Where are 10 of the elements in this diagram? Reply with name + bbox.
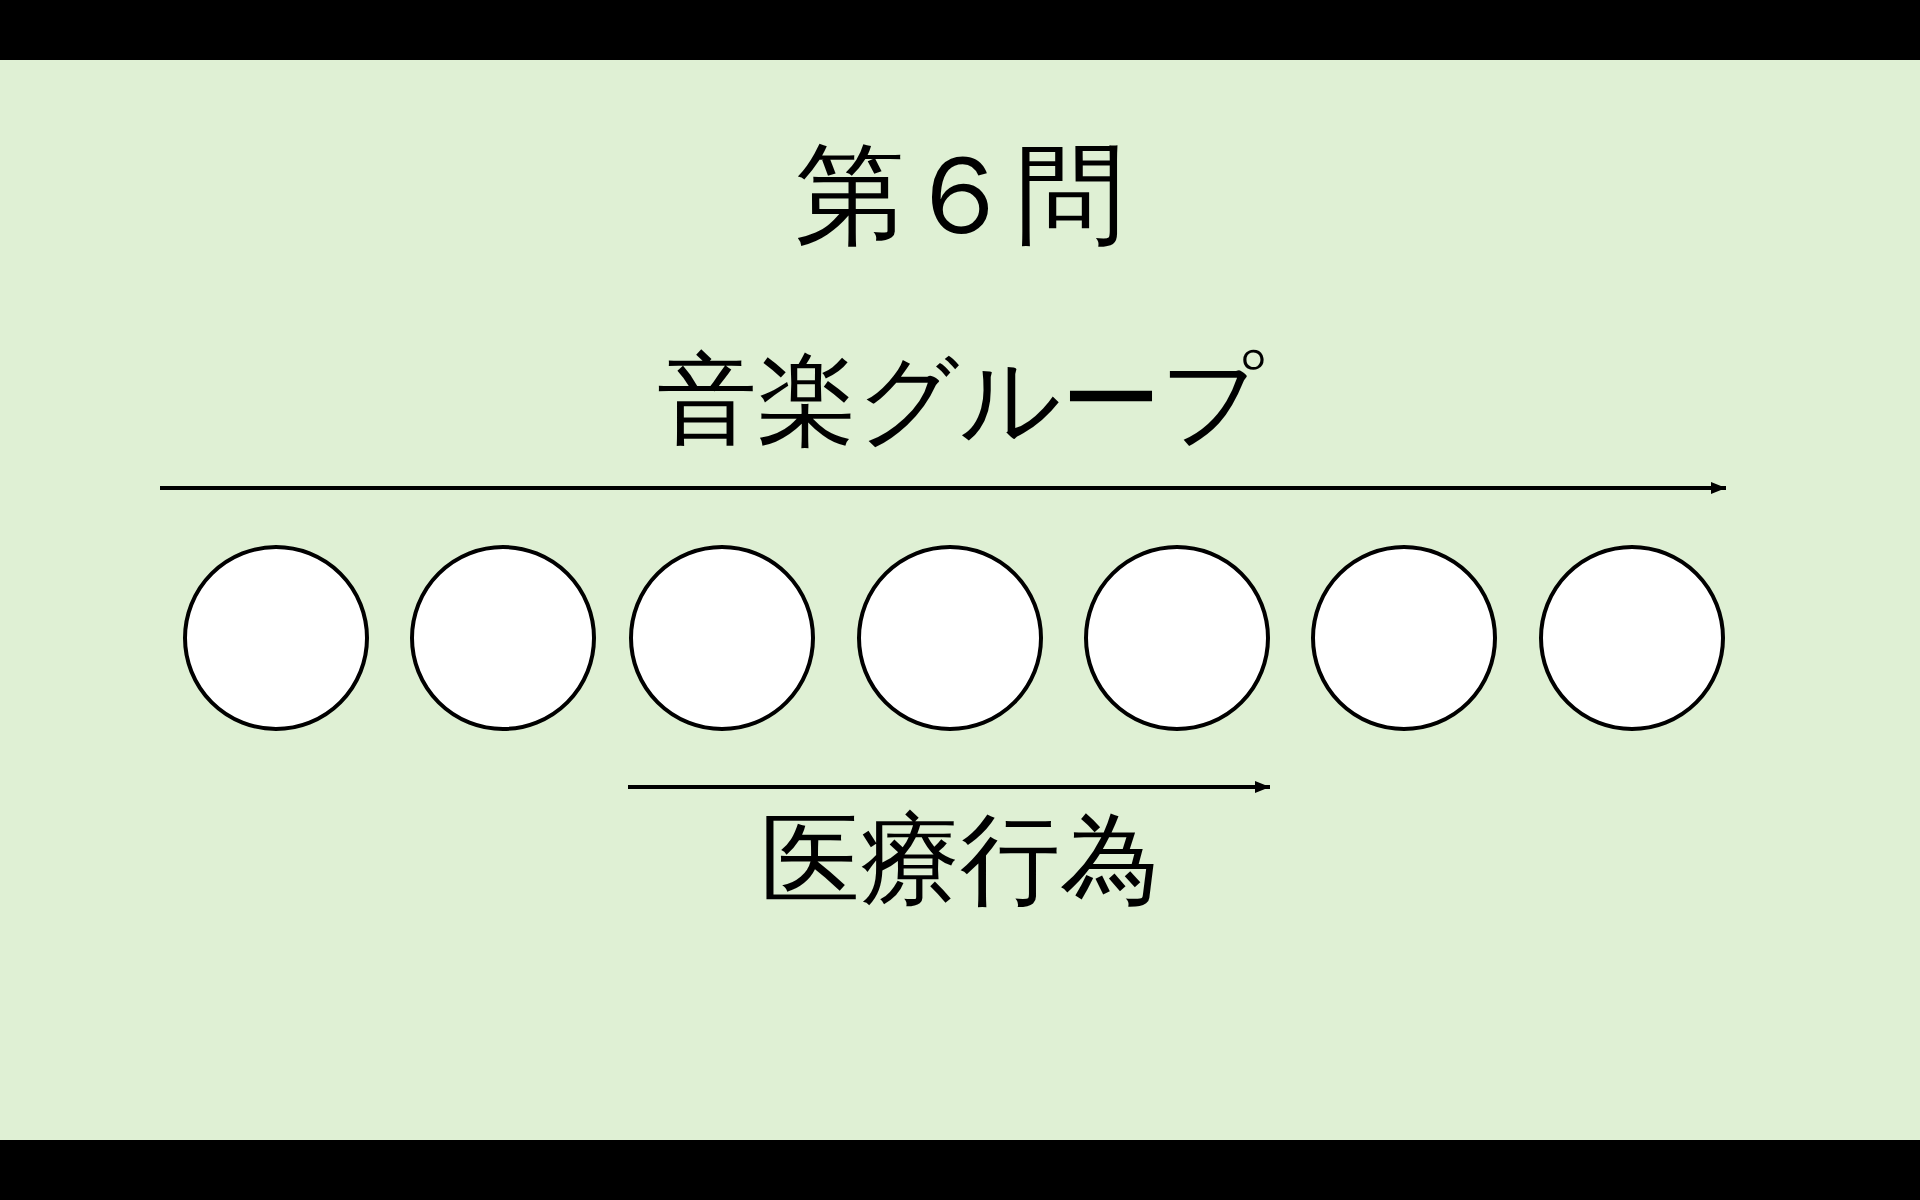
clue-text: 医療行為 (760, 810, 1160, 910)
puzzle-title: 第６問 (795, 140, 1125, 250)
answer-circle (1311, 545, 1497, 731)
answer-circle (629, 545, 815, 731)
answer-circle (410, 545, 596, 731)
clue-text: 音楽グループ (657, 350, 1263, 450)
answer-circle (857, 545, 1043, 731)
answer-circle (1084, 545, 1270, 731)
answer-circle (1539, 545, 1725, 731)
answer-circle (183, 545, 369, 731)
